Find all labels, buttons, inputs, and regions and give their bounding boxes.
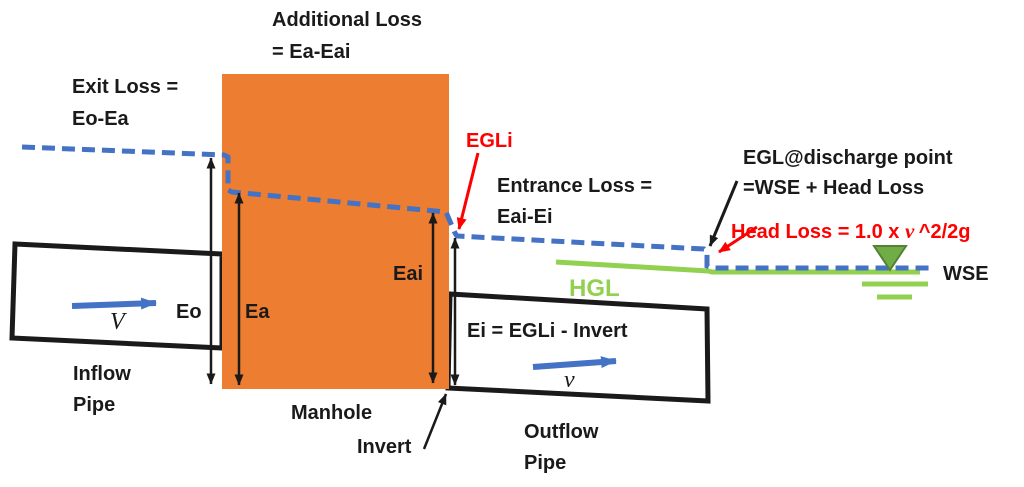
entrance-loss-label-line2: Eai-Ei	[497, 206, 553, 228]
outflow-pipe-label-line1: Outflow	[524, 421, 599, 443]
water-surface-triangle-icon	[872, 245, 908, 272]
inflow-pipe-label-line2: Pipe	[73, 394, 115, 416]
outflow-flow-arrow-icon	[532, 356, 617, 370]
outflow-velocity-symbol: v	[564, 367, 575, 393]
entrance-loss-label-line1: Entrance Loss =	[497, 175, 652, 197]
outflow-pipe-label-line2: Pipe	[524, 452, 566, 474]
head-loss-text: Head Loss = 1.0 x	[731, 221, 905, 243]
egl-dashed-line	[21, 144, 930, 271]
invert-pointer-arrow	[422, 393, 448, 450]
head-loss-velocity-symbol: v	[905, 219, 915, 243]
exit-loss-label-line1: Exit Loss =	[72, 76, 178, 98]
egli-label: EGLi	[466, 130, 513, 152]
discharge-pointer-arrow	[708, 180, 739, 247]
hgl-label: HGL	[569, 275, 620, 302]
hgl-line	[555, 259, 920, 275]
wse-label: WSE	[943, 263, 989, 285]
additional-loss-label-line2: = Ea-Eai	[272, 41, 350, 63]
ei-formula-label: Ei = EGLi - Invert	[467, 320, 628, 342]
inflow-velocity-symbol: V	[110, 309, 127, 335]
head-loss-label: Head Loss = 1.0 x v ^2/2g	[731, 219, 970, 243]
eo-label: Eo	[176, 301, 202, 323]
exit-loss-label-line2: Eo-Ea	[72, 108, 130, 130]
egl-discharge-label-line1: EGL@discharge point	[743, 147, 953, 169]
eai-label: Eai	[393, 263, 423, 285]
ea-label: Ea	[245, 301, 270, 323]
invert-label: Invert	[357, 436, 412, 458]
manhole-rect	[222, 74, 449, 389]
egl-discharge-label-line2: =WSE + Head Loss	[743, 177, 924, 199]
outflow-pipe	[445, 291, 711, 404]
inflow-pipe-label-line1: Inflow	[73, 363, 131, 385]
head-loss-pointer-arrow	[718, 225, 758, 254]
additional-loss-label-line1: Additional Loss	[272, 9, 422, 31]
inflow-flow-arrow-icon	[71, 297, 157, 310]
egli-pointer-arrow	[456, 152, 480, 230]
manhole-label: Manhole	[291, 402, 372, 424]
head-loss-exponent: ^2/2g	[919, 221, 971, 243]
